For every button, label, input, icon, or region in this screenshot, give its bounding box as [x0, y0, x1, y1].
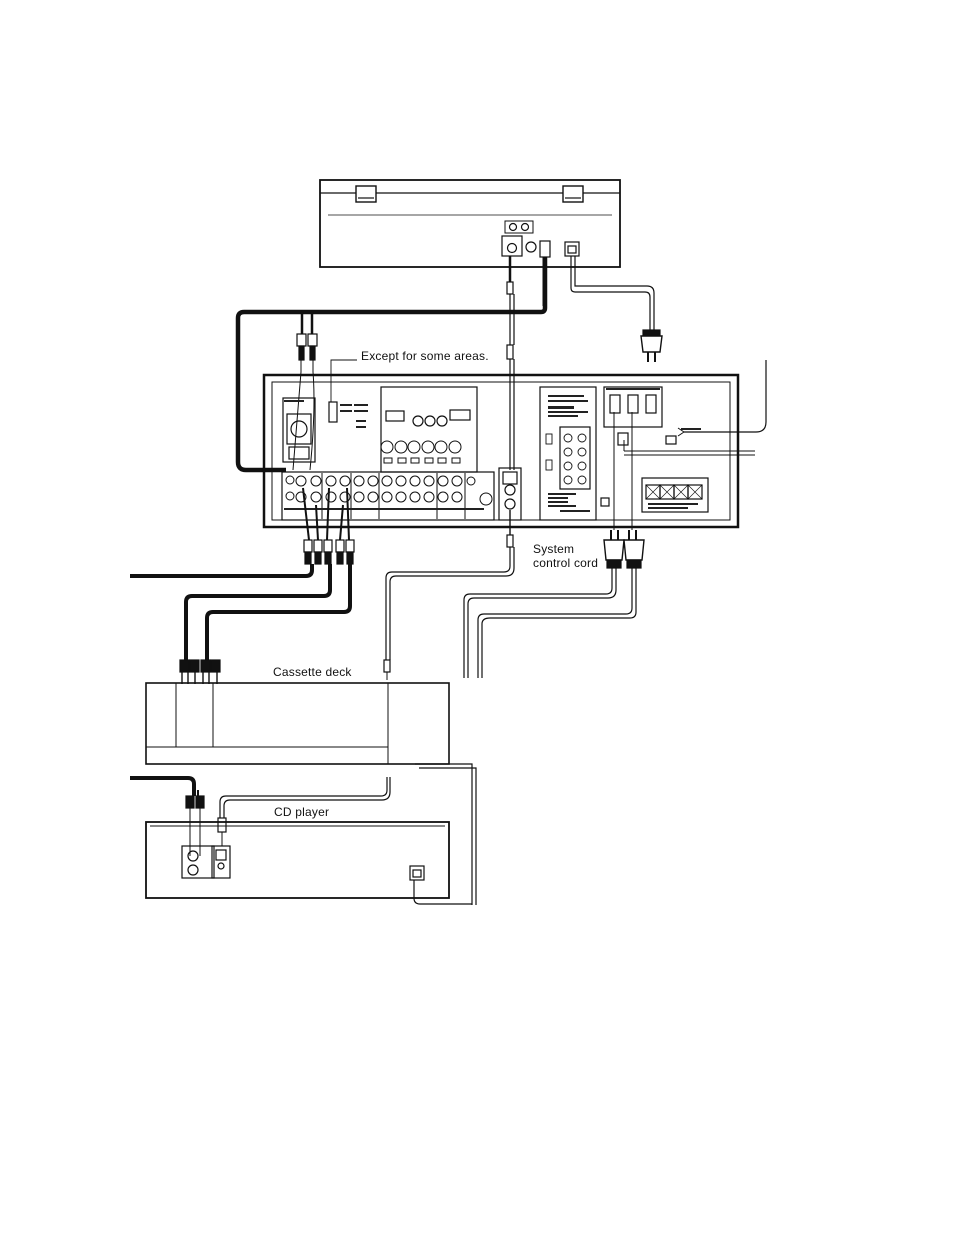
cd-player-label: CD player [274, 805, 329, 819]
turntable [320, 180, 620, 267]
power-plug-icon [641, 330, 662, 362]
system-control-cord [218, 510, 514, 846]
rca-plug-icon [293, 312, 317, 470]
except-note-label: Except for some areas. [361, 349, 489, 363]
system-control-cord-label-line1: System [533, 542, 574, 556]
cassette-deck [146, 683, 449, 764]
turntable-cables [238, 256, 654, 470]
cassette-cables [130, 488, 354, 684]
cassette-deck-label: Cassette deck [273, 665, 352, 679]
cd-player [146, 822, 472, 904]
system-control-cord-label-line2: control cord [533, 556, 598, 570]
